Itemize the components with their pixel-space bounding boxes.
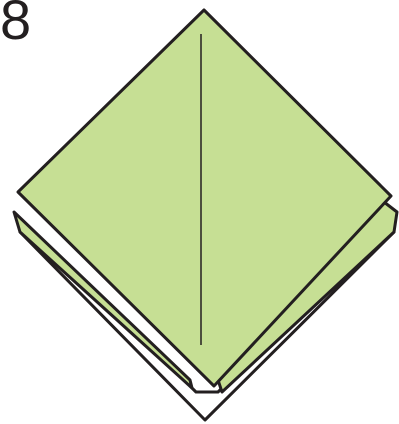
- front-green-flap: [18, 10, 391, 386]
